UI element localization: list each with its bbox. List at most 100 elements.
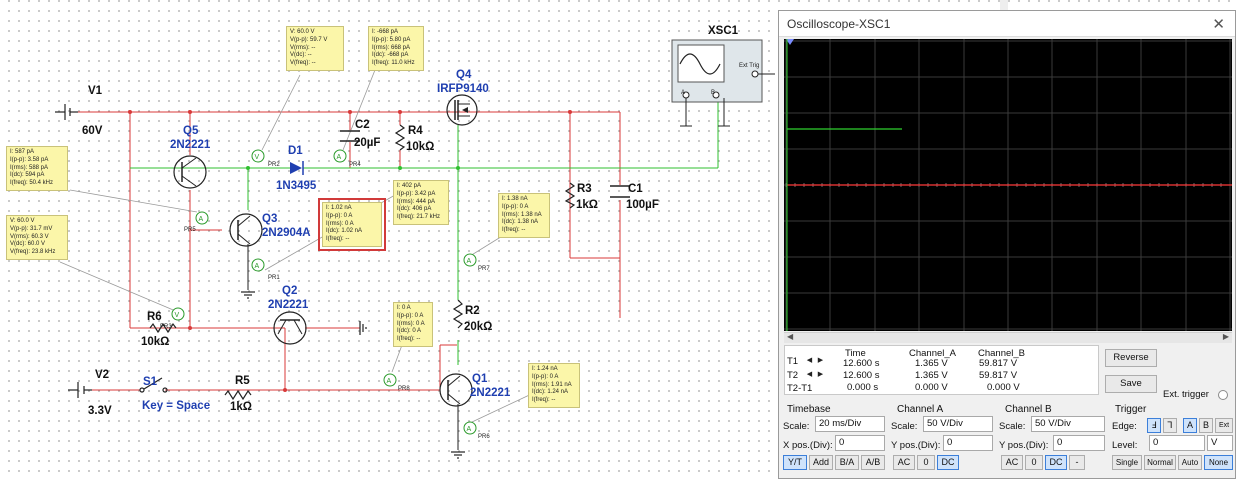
edge-falling-icon[interactable]: Ꞁ: [1163, 418, 1177, 433]
probe-pr2-icon[interactable]: V: [251, 149, 265, 163]
transistor-q3-icon[interactable]: [229, 213, 263, 290]
col-time: Time: [845, 348, 866, 359]
resistor-r2-icon[interactable]: [452, 299, 464, 329]
switch-s1-icon[interactable]: [139, 377, 168, 393]
capacitor-c2-icon[interactable]: [340, 130, 360, 142]
q5-model: 2N2221: [170, 139, 211, 151]
oscilloscope-xsc1-icon[interactable]: [671, 39, 763, 103]
scroll-left-icon[interactable]: ◀: [787, 332, 794, 341]
channel-a-ac-button[interactable]: AC: [893, 455, 915, 470]
transistor-q5-icon[interactable]: [173, 155, 207, 189]
channel-a-dc-button[interactable]: DC: [937, 455, 959, 470]
transistor-q1-icon[interactable]: [439, 373, 473, 450]
probe-leaders: [59, 69, 541, 423]
row-diff-a: 0.000 V: [915, 382, 948, 393]
channel-a-zero-button[interactable]: 0: [917, 455, 935, 470]
trigger-level-unit[interactable]: V: [1207, 435, 1233, 451]
channel-b-ac-button[interactable]: AC: [1001, 455, 1023, 470]
trigger-normal-button[interactable]: Normal: [1144, 455, 1176, 470]
trigger-source-b-button[interactable]: B: [1199, 418, 1213, 433]
close-icon[interactable]: ✕: [1212, 16, 1225, 33]
probe-pr5-tag: PR5: [184, 227, 196, 233]
trigger-auto-button[interactable]: Auto: [1178, 455, 1202, 470]
horizontal-scrollbar[interactable]: ◀ ▶: [784, 332, 1232, 343]
resistor-r6-icon[interactable]: [149, 322, 177, 334]
mode-ba-button[interactable]: B/A: [835, 455, 859, 470]
probe-pr7-icon[interactable]: A: [463, 253, 477, 267]
q1-name: Q1: [472, 373, 488, 385]
probe-pr1-icon[interactable]: A: [251, 258, 265, 272]
probe-pr5-icon[interactable]: A: [195, 211, 209, 225]
trigger-single-button[interactable]: Single: [1112, 455, 1142, 470]
q3-model: 2N2904A: [262, 227, 311, 239]
c2-value: 20µF: [354, 137, 380, 149]
mode-yt-button[interactable]: Y/T: [783, 455, 807, 470]
scroll-right-icon[interactable]: ▶: [1222, 332, 1229, 341]
channel-b-ypos-field[interactable]: 0: [1053, 435, 1105, 451]
row-diff-b: 0.000 V: [987, 382, 1020, 393]
trigger-source-ext-button[interactable]: Ext: [1215, 418, 1233, 433]
mode-ab-button[interactable]: A/B: [861, 455, 885, 470]
mode-add-button[interactable]: Add: [809, 455, 833, 470]
q2-model: 2N2221: [268, 299, 309, 311]
s1-name: S1: [143, 376, 158, 388]
channel-a-scale-field[interactable]: 50 V/Div: [923, 416, 993, 432]
xsc1-ext-trig: Ext Trig: [739, 63, 759, 69]
oscilloscope-titlebar[interactable]: Oscilloscope-XSC1 ✕: [779, 11, 1235, 37]
ext-trigger-radio[interactable]: [1218, 390, 1228, 400]
resistor-r3-icon[interactable]: [564, 182, 576, 209]
channel-a-title: Channel A: [897, 404, 944, 415]
r2-value: 20kΩ: [464, 321, 492, 333]
cursor-t1-marker[interactable]: [786, 39, 794, 45]
t1-right-arrow-icon[interactable]: ▶: [817, 357, 824, 364]
r3-value: 1kΩ: [576, 199, 598, 211]
d1-model: 1N3495: [276, 180, 317, 192]
oscilloscope-screen[interactable]: [784, 39, 1232, 331]
row-t1-b: 59.817 V: [979, 358, 1018, 369]
probe-pr6-icon[interactable]: A: [463, 421, 477, 435]
s1-key: Key = Space: [142, 400, 210, 412]
channel-b-invert-button[interactable]: -: [1069, 455, 1085, 470]
capacitor-c1-icon[interactable]: [610, 185, 630, 198]
probe-pr4-icon[interactable]: A: [333, 149, 347, 163]
t1-left-arrow-icon[interactable]: ◀: [806, 357, 813, 364]
battery-v1-icon[interactable]: [55, 104, 78, 120]
resistor-r4-icon[interactable]: [394, 124, 406, 151]
trigger-none-button[interactable]: None: [1204, 455, 1233, 470]
ground-q3-icon: [241, 291, 255, 299]
probe-pr8-icon[interactable]: A: [383, 373, 397, 387]
channel-b-scale-field[interactable]: 50 V/Div: [1031, 416, 1105, 432]
resistor-r5-icon[interactable]: [224, 389, 252, 401]
diode-d1-icon[interactable]: [290, 161, 304, 175]
r5-value: 1kΩ: [230, 401, 252, 413]
t2-left-arrow-icon[interactable]: ◀: [806, 371, 813, 378]
trigger-level-field[interactable]: 0: [1149, 435, 1205, 451]
transistor-q2-icon[interactable]: [273, 311, 307, 345]
probe-pr3-icon[interactable]: V: [171, 307, 185, 321]
row-t1-time: 12.600 s: [843, 358, 880, 369]
oscilloscope-window[interactable]: Oscilloscope-XSC1 ✕ ◀ ▶ Time Channel_A C…: [778, 10, 1236, 479]
channel-b-dc-button[interactable]: DC: [1045, 455, 1067, 470]
t2-right-arrow-icon[interactable]: ▶: [817, 371, 824, 378]
channel-a-ypos-field[interactable]: 0: [943, 435, 993, 451]
trigger-source-a-button[interactable]: A: [1183, 418, 1197, 433]
r5-name: R5: [235, 375, 250, 387]
mosfet-q4-icon[interactable]: [446, 94, 478, 126]
battery-v2-icon[interactable]: [68, 382, 92, 398]
channel-b-zero-button[interactable]: 0: [1025, 455, 1043, 470]
timebase-scale-field[interactable]: 20 ms/Div: [815, 416, 885, 432]
reverse-button[interactable]: Reverse: [1105, 349, 1157, 367]
edge-rising-icon[interactable]: Ⅎ: [1147, 418, 1161, 433]
save-button[interactable]: Save: [1105, 375, 1157, 393]
channel-b-scale-label: Scale:: [999, 421, 1026, 432]
timebase-xpos-field[interactable]: 0: [835, 435, 885, 451]
